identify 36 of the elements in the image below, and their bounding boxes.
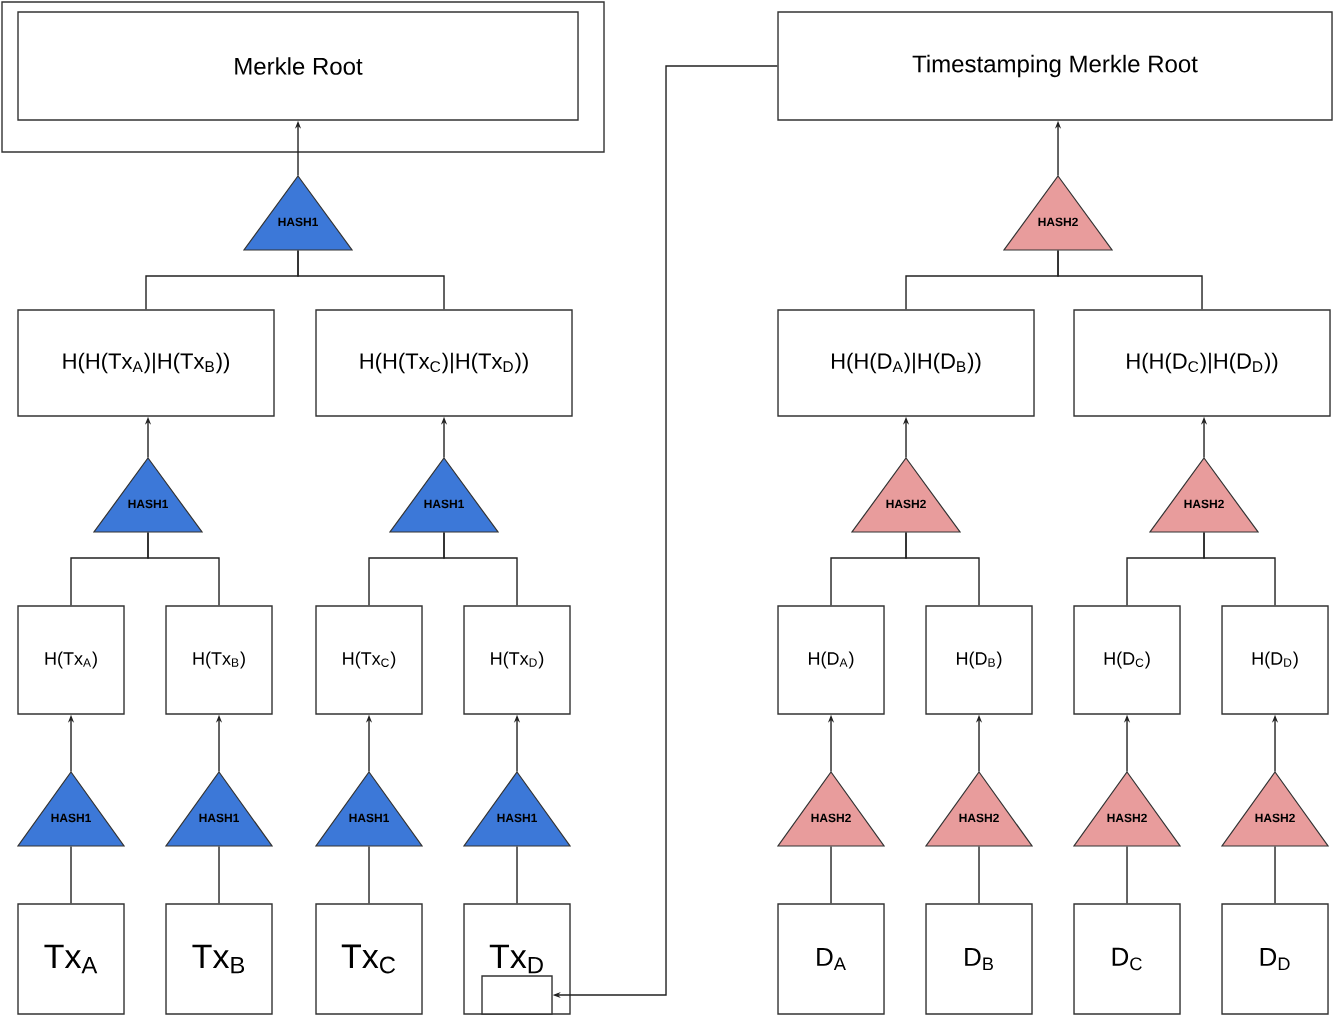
connector-line [70,845,72,904]
hash-box: D$_{B}$ [925,903,1033,1015]
hash-box: D$_{C}$ [1073,903,1181,1015]
connector-line [830,845,832,904]
hash-box: H(D$_{A}$) [777,605,885,715]
hash-box: Tx$_{A}$ [17,903,125,1015]
connector-line [1203,531,1276,606]
connector-line [368,845,370,904]
connector-line [297,249,445,310]
hash-box: H(D$_{B}$) [925,605,1033,715]
small-box [481,975,553,1015]
connector-line [218,845,220,904]
hash-box: H(D$_{D}$) [1221,605,1329,715]
hash-box: H(H(Tx$_{C}$)|H(Tx$_{D}$)) [315,309,573,417]
hash-box: Tx$_{B}$ [165,903,273,1015]
connector-line [147,531,220,606]
hash-box: H(D$_{C}$) [1073,605,1181,715]
connector-line [516,845,518,904]
connector-line [1274,845,1276,904]
hash-box: D$_{D}$ [1221,903,1329,1015]
connector-line [1126,845,1128,904]
connector-line [905,531,980,606]
hash-box: H(Tx$_{D}$) [463,605,571,715]
hash-box: H(Tx$_{B}$) [165,605,273,715]
hash-box: H(Tx$_{A}$) [17,605,125,715]
hash-box: D$_{A}$ [777,903,885,1015]
connector-line [1057,249,1203,310]
hash-box: H(H(Tx$_{A}$)|H(Tx$_{B}$)) [17,309,275,417]
connector-line [443,531,518,606]
hash-box: Merkle Root [17,11,579,121]
hash-box: Tx$_{C}$ [315,903,423,1015]
hash-box: H(H(D$_{C}$)|H(D$_{D}$)) [1073,309,1331,417]
hash-box: H(Tx$_{C}$) [315,605,423,715]
hash-box: Timestamping Merkle Root [777,11,1333,121]
connector-line [978,845,980,904]
hash-box: H(H(D$_{A}$)|H(D$_{B}$)) [777,309,1035,417]
